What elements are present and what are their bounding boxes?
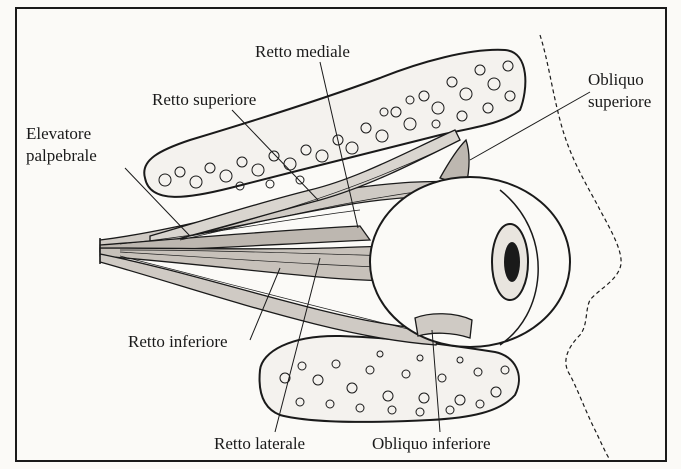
label-elevatore-line1: Elevatore [26,124,91,143]
label-retto-inferiore: Retto inferiore [128,332,228,351]
label-obliquo-inferiore: Obliquo inferiore [372,434,491,453]
label-retto-mediale: Retto mediale [255,42,350,61]
label-obliquo-superiore-line2: superiore [588,92,651,111]
pupil [504,242,520,282]
label-obliquo-superiore-line1: Obliquo [588,70,644,89]
label-retto-superiore: Retto superiore [152,90,256,109]
label-elevatore-line2: palpebrale [26,146,97,165]
lower-bone [260,336,519,422]
label-retto-laterale: Retto laterale [214,434,305,453]
eyeball [370,177,570,347]
